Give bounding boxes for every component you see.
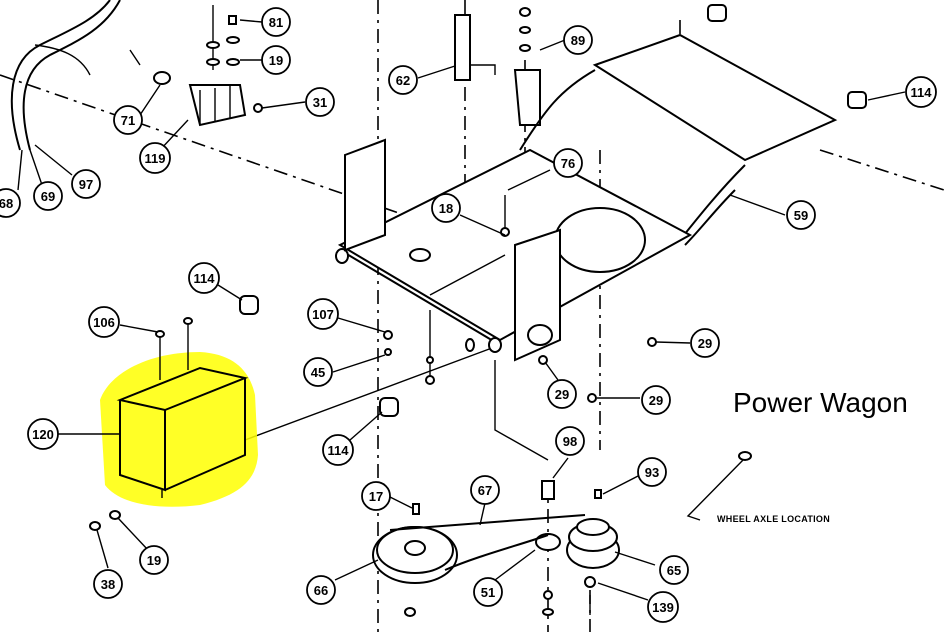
svg-text:89: 89 — [571, 33, 585, 48]
svg-text:31: 31 — [313, 95, 327, 110]
svg-text:19: 19 — [269, 53, 283, 68]
callout-114-left: 114 — [188, 262, 220, 294]
callout-59: 59 — [786, 200, 816, 230]
wheel-axle-location-label: WHEEL AXLE LOCATION — [717, 514, 830, 524]
bushing-top — [707, 4, 867, 109]
callout-71: 71 — [113, 105, 143, 135]
svg-text:29: 29 — [555, 387, 569, 402]
callout-89: 89 — [563, 25, 593, 55]
callout-29-right: 29 — [690, 328, 720, 358]
callout-62: 62 — [388, 65, 418, 95]
svg-text:19: 19 — [147, 553, 161, 568]
hardware-38-19 — [89, 510, 121, 531]
callout-114-center: 114 — [322, 434, 354, 466]
svg-text:114: 114 — [328, 443, 350, 458]
callout-98: 98 — [555, 426, 585, 456]
svg-text:66: 66 — [314, 583, 328, 598]
callout-66: 66 — [306, 575, 336, 605]
svg-text:81: 81 — [269, 15, 283, 30]
pulley-assembly — [372, 489, 620, 617]
svg-text:107: 107 — [312, 307, 334, 322]
callout-120: 120 — [27, 418, 59, 450]
battery-box-120 — [100, 317, 258, 507]
callout-69: 69 — [33, 181, 63, 211]
svg-text:68: 68 — [0, 196, 13, 211]
svg-text:51: 51 — [481, 585, 495, 600]
svg-text:119: 119 — [145, 151, 166, 166]
svg-text:93: 93 — [645, 465, 659, 480]
bushing-114 — [239, 295, 399, 417]
callout-29-lower: 29 — [641, 385, 671, 415]
svg-text:114: 114 — [194, 271, 216, 286]
svg-text:97: 97 — [79, 177, 93, 192]
callout-114-top-right: 114 — [905, 76, 937, 108]
callout-67: 67 — [470, 475, 500, 505]
callout-76: 76 — [553, 148, 583, 178]
deck-hardware — [383, 195, 657, 403]
callout-18: 18 — [431, 193, 461, 223]
leader-lines — [17, 19, 906, 601]
callout-139: 139 — [647, 591, 679, 623]
svg-text:38: 38 — [101, 577, 115, 592]
svg-text:29: 29 — [649, 393, 663, 408]
svg-text:106: 106 — [93, 315, 115, 330]
svg-text:71: 71 — [121, 113, 135, 128]
callout-97: 97 — [71, 169, 101, 199]
callout-31: 31 — [305, 87, 335, 117]
svg-text:114: 114 — [911, 85, 933, 100]
callout-93: 93 — [637, 457, 667, 487]
callout-19-bottom: 19 — [139, 545, 169, 575]
highlight — [100, 352, 258, 507]
callout-107: 107 — [307, 298, 339, 330]
callout-119: 119 — [139, 142, 171, 174]
bracket-62 — [454, 14, 496, 81]
svg-text:17: 17 — [369, 489, 383, 504]
svg-text:120: 120 — [32, 427, 54, 442]
svg-text:139: 139 — [652, 600, 674, 615]
callout-51: 51 — [473, 577, 503, 607]
callout-81: 81 — [261, 7, 291, 37]
callout-38: 38 — [93, 569, 123, 599]
callout-106: 106 — [88, 306, 120, 338]
svg-text:29: 29 — [698, 336, 712, 351]
callout-29-center: 29 — [547, 379, 577, 409]
rod-98 — [494, 360, 555, 500]
wheel-axle-location: WHEEL AXLE LOCATION — [686, 451, 830, 524]
callout-65: 65 — [659, 555, 689, 585]
bracket-119 — [129, 49, 247, 127]
svg-text:67: 67 — [478, 483, 492, 498]
callout-45: 45 — [303, 357, 333, 387]
callouts: 81 19 31 62 89 71 119 68 69 97 114 76 18… — [0, 7, 937, 623]
svg-text:59: 59 — [794, 208, 808, 223]
svg-text:65: 65 — [667, 563, 681, 578]
hardware-81-19 — [206, 5, 263, 113]
callout-19-top: 19 — [261, 45, 291, 75]
svg-text:18: 18 — [439, 201, 453, 216]
svg-text:45: 45 — [311, 365, 325, 380]
callout-68: 68 — [0, 188, 21, 218]
chassis-frame — [335, 33, 838, 362]
diagram-title: Power Wagon — [733, 387, 908, 418]
callout-17: 17 — [361, 481, 391, 511]
belt-68 — [10, 0, 121, 151]
svg-text:76: 76 — [561, 156, 575, 171]
bracket-89 — [513, 7, 541, 126]
svg-text:98: 98 — [563, 434, 577, 449]
svg-text:69: 69 — [41, 189, 55, 204]
svg-text:62: 62 — [396, 73, 410, 88]
